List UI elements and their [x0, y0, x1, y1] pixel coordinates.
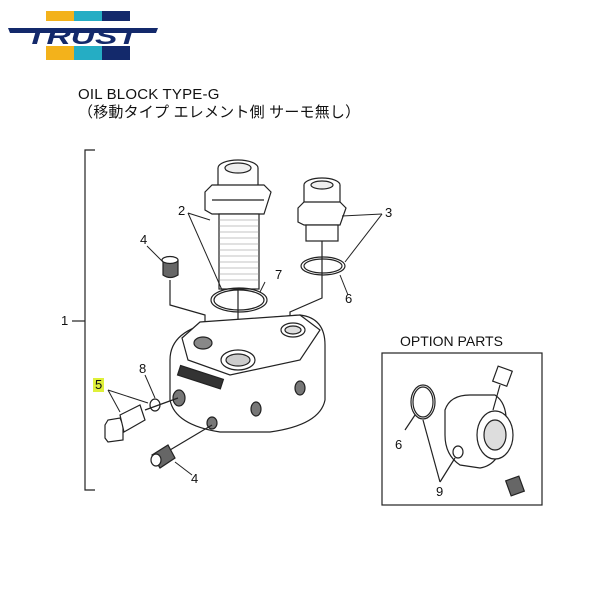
leader-lines: [107, 212, 383, 476]
trust-logo: TRUST: [8, 11, 158, 60]
part-label-5-highlighted: 5: [93, 377, 105, 392]
option-label-9: 9: [436, 484, 444, 499]
option-parts-title: OPTION PARTS: [400, 333, 503, 349]
option-parts-box: [381, 352, 543, 506]
part-label-3: 3: [385, 205, 393, 220]
part-label-2: 2: [178, 203, 186, 218]
part-label-8: 8: [139, 361, 147, 376]
plug-part-4-bottom: [150, 424, 213, 469]
oil-block-body: [169, 314, 326, 433]
title-line-2: （移動タイプ エレメント側 サーモ無し）: [78, 104, 361, 121]
logo-text: TRUST: [26, 24, 140, 49]
assembly-bracket: [72, 149, 95, 491]
part-label-4-top: 4: [140, 232, 148, 247]
short-fitting-part-3: [289, 177, 347, 330]
part-label-4-bottom: 4: [191, 471, 199, 486]
part-label-1: 1: [61, 313, 69, 328]
drain-plug-part-5: [104, 397, 179, 443]
option-label-6: 6: [395, 437, 403, 452]
title-line-1: OIL BLOCK TYPE-G: [78, 86, 220, 103]
o-ring-part-7: [210, 287, 268, 313]
long-fitting-part-2: [204, 159, 272, 380]
part-label-7: 7: [275, 267, 283, 282]
page-title: OIL BLOCK TYPE-G （移動タイプ エレメント側 サーモ無し）: [78, 86, 360, 122]
o-ring-part-6: [300, 256, 346, 276]
washer-part-8: [149, 398, 161, 412]
part-label-6: 6: [345, 291, 353, 306]
